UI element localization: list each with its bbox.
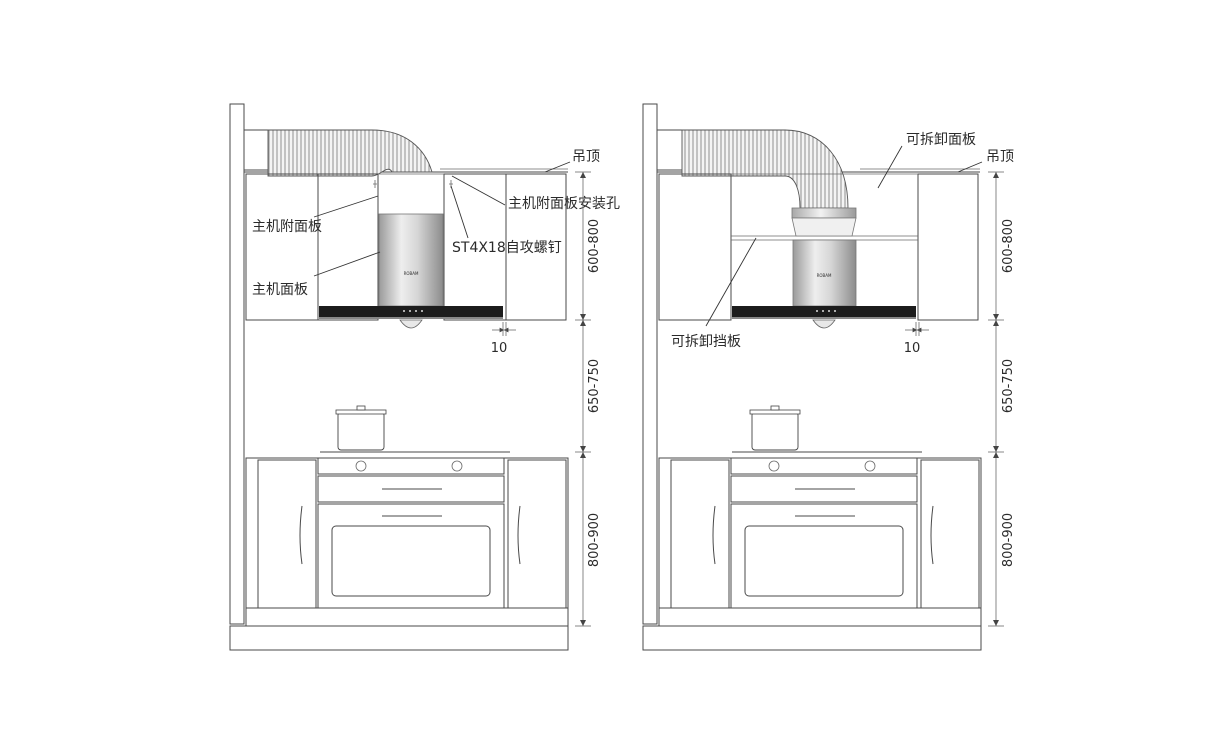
left-label-aux-panel: 主机附面板: [252, 219, 322, 235]
left-dim-middle: 650-750: [587, 359, 602, 413]
left-wall: [229, 103, 245, 625]
right-stove: [730, 457, 918, 475]
left-hood-brand: ROBAM: [404, 271, 419, 276]
left-dim-upper: 600-800: [587, 219, 602, 273]
right-hood-panel: [732, 306, 916, 318]
left-dim-lower: 800-900: [587, 513, 602, 567]
right-diagram: ROBAM 可拆卸面板 吊顶 可拆卸挡板 10: [642, 103, 1016, 651]
left-hood-light: [399, 319, 423, 329]
right-label-removable-baffle: 可拆卸挡板: [671, 334, 741, 350]
right-pot: [751, 411, 799, 451]
right-dim-lower: 800-900: [1001, 513, 1016, 567]
right-oven: [730, 503, 918, 609]
right-wall: [642, 103, 658, 625]
left-diagram: ROBAM 吊顶 主机附面板安装孔 主机附面板 ST4X18自攻螺钉 主机面板 …: [229, 103, 620, 651]
right-label-ceiling: 吊顶: [986, 149, 1014, 165]
right-dim-gap: 10: [904, 341, 921, 356]
right-hood-brand: ROBAM: [817, 273, 832, 278]
right-hood-light: [812, 319, 836, 329]
right-label-removable-panel: 可拆卸面板: [906, 132, 976, 148]
right-dim-upper: 600-800: [1001, 219, 1016, 273]
left-hood-panel: [319, 306, 503, 318]
left-pot: [337, 411, 385, 451]
left-stove: [317, 457, 505, 475]
left-hood-chimney: [378, 213, 444, 307]
left-label-ceiling: 吊顶: [572, 149, 600, 165]
left-label-mounting-hole: 主机附面板安装孔: [508, 196, 620, 212]
left-dim-gap: 10: [491, 341, 508, 356]
left-oven: [317, 503, 505, 609]
left-label-screw: ST4X18自攻螺钉: [452, 240, 562, 256]
right-dim-middle: 650-750: [1001, 359, 1016, 413]
right-hood-chimney: [792, 239, 857, 307]
left-label-main-panel: 主机面板: [252, 282, 308, 298]
left-duct: [267, 129, 433, 177]
right-duct: [681, 129, 849, 209]
